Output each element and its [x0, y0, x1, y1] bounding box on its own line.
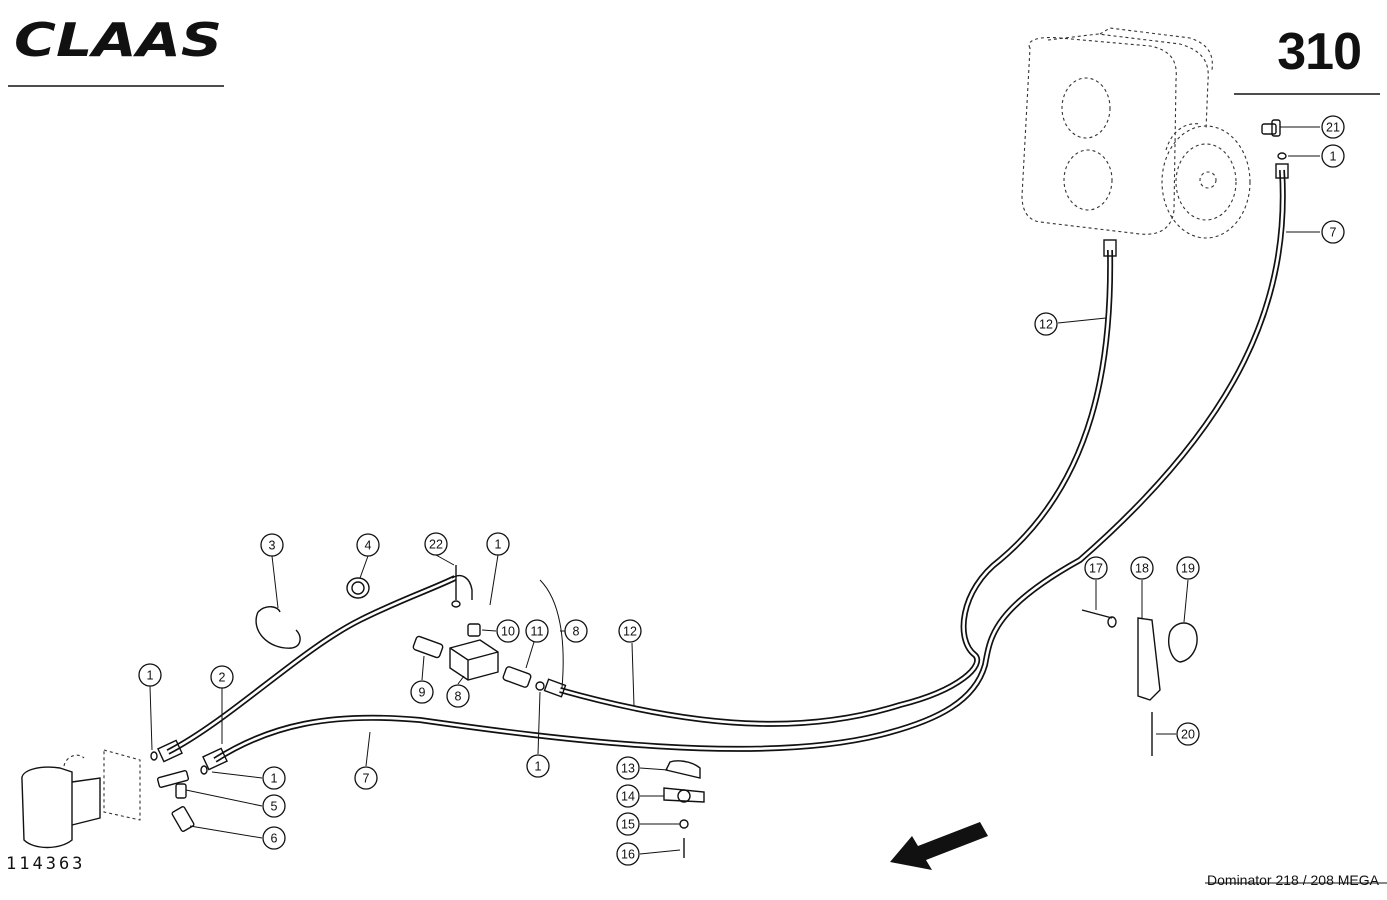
hose-12-long	[543, 239, 1117, 727]
callout-label: 14	[621, 790, 635, 804]
callout-20: 20	[1176, 722, 1200, 746]
callout-label: 1	[147, 669, 154, 683]
tee-fitting-5	[156, 770, 190, 799]
clamp-19	[1168, 622, 1198, 663]
callout-7-top: 7	[1321, 220, 1345, 244]
callout-13: 13	[616, 756, 640, 780]
callout-label: 17	[1089, 562, 1103, 576]
callout-18: 18	[1130, 556, 1154, 580]
callout-label: 9	[419, 686, 426, 700]
hydraulic-pump	[21, 749, 141, 849]
callout-14: 14	[616, 784, 640, 808]
claas-logo: CLAAS	[14, 14, 222, 66]
callout-label: 12	[623, 625, 637, 639]
callout-19: 19	[1176, 556, 1200, 580]
callout-label: 11	[531, 625, 544, 639]
callout-label: 20	[1181, 728, 1195, 742]
callout-17: 17	[1084, 556, 1108, 580]
bolt-17	[1081, 609, 1113, 619]
leader-lines	[149, 126, 1320, 855]
page-number: 310	[1277, 23, 1362, 81]
callout-1-left: 1	[138, 663, 162, 687]
callout-1-bottom: 1	[262, 766, 286, 790]
engine-housing	[1021, 27, 1251, 239]
bracket-18	[1137, 617, 1161, 701]
callout-label: 3	[269, 539, 276, 553]
callout-label: 15	[621, 818, 635, 832]
valve-block-8	[449, 639, 499, 681]
callout-12-top: 12	[1034, 312, 1058, 336]
elbow-fitting-21	[1261, 119, 1281, 137]
o-ring-left-a	[150, 751, 158, 761]
model-label: Dominator 218 / 208 MEGA	[1207, 872, 1379, 888]
callout-label: 1	[495, 538, 502, 552]
callout-label: 5	[271, 800, 278, 814]
callout-label: 22	[429, 538, 443, 552]
callout-1-lower: 1	[526, 754, 550, 778]
direction-arrow	[890, 822, 988, 870]
hose-2	[157, 574, 473, 763]
callout-22: 22	[424, 532, 448, 556]
callout-label: 13	[621, 762, 635, 776]
callout-3: 3	[260, 533, 284, 557]
callout-label: 7	[363, 772, 370, 786]
callout-label: 8	[455, 690, 462, 704]
pressure-switch-9	[412, 635, 444, 659]
callout-label: 19	[1181, 562, 1195, 576]
washer-22	[451, 600, 461, 608]
callout-21: 21	[1321, 115, 1345, 139]
clamp-14	[663, 787, 705, 803]
hose-7-long	[202, 163, 1289, 771]
callout-5: 5	[262, 794, 286, 818]
callout-15: 15	[616, 812, 640, 836]
callout-8-left: 8	[446, 684, 470, 708]
callout-label: 10	[501, 625, 515, 639]
pressure-switch-11	[502, 666, 532, 688]
callout-8-right: 8	[564, 619, 588, 643]
callout-4: 4	[356, 533, 380, 557]
callout-1-upper: 1	[486, 532, 510, 556]
callout-label: 1	[271, 772, 278, 786]
callout-7-bottom: 7	[354, 766, 378, 790]
callout-11: 11	[525, 619, 549, 643]
callout-label: 6	[271, 832, 278, 846]
callout-label: 7	[1330, 226, 1337, 240]
callout-label: 12	[1039, 318, 1053, 332]
callout-label: 2	[219, 671, 226, 685]
callout-label: 1	[535, 760, 542, 774]
callout-1-top: 1	[1321, 144, 1345, 168]
o-ring-left-b	[200, 765, 208, 775]
callout-label: 18	[1135, 562, 1149, 576]
fitting-10	[467, 623, 481, 637]
drawing-number: 114363	[6, 854, 86, 874]
callout-label: 21	[1326, 121, 1340, 135]
hose-clip-3	[255, 606, 301, 649]
svg-text:CLAAS: CLAAS	[14, 14, 222, 66]
fitting-6	[171, 806, 195, 832]
nut-15	[679, 819, 689, 829]
washer-17	[1107, 616, 1117, 628]
callout-10: 10	[496, 619, 520, 643]
o-ring-mid	[535, 681, 545, 691]
grommet-4	[346, 577, 370, 599]
callout-9: 9	[410, 680, 434, 704]
callout-16: 16	[616, 842, 640, 866]
callout-label: 4	[365, 539, 372, 553]
clamp-half-13	[664, 760, 701, 779]
callout-2: 2	[210, 665, 234, 689]
callout-12-mid: 12	[618, 619, 642, 643]
callout-label: 1	[1330, 150, 1337, 164]
callout-label: 16	[621, 848, 635, 862]
callout-label: 8	[573, 625, 580, 639]
callout-6: 6	[262, 826, 286, 850]
o-ring-right	[1277, 152, 1287, 160]
